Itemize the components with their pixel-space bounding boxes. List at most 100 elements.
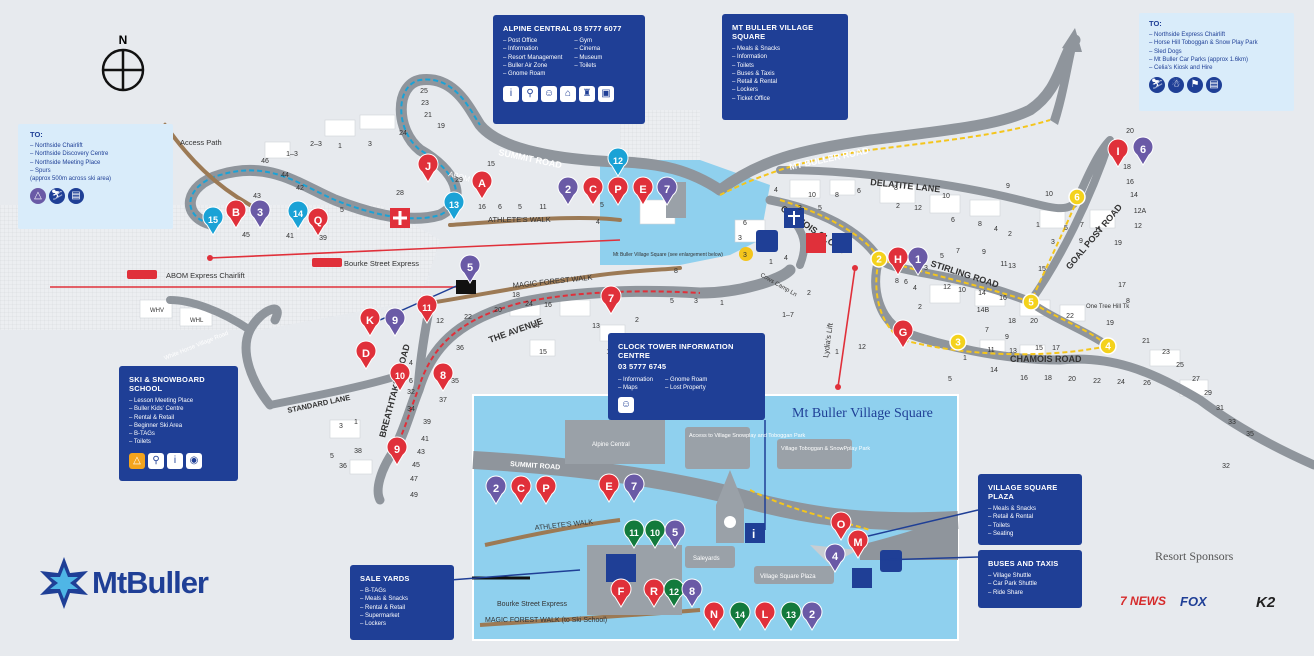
lot-number: 24 — [399, 130, 407, 137]
bourke-express-label: Bourke Street Express — [344, 259, 419, 268]
to-box-left: TO: – Northside Chairlift– Northside Dis… — [18, 124, 173, 229]
map-pin-c[interactable]: C — [510, 475, 532, 505]
shuttle-stop-4[interactable]: 4 — [1099, 337, 1117, 355]
lot-number: 36 — [456, 345, 464, 352]
map-pin-5[interactable]: 5 — [459, 254, 481, 284]
map-pin-1[interactable]: 1 — [907, 246, 929, 276]
lot-number: 15 — [1038, 266, 1046, 273]
map-pin-label: 9 — [392, 315, 398, 327]
map-pin-n[interactable]: N — [703, 601, 725, 631]
map-pin-f[interactable]: F — [610, 578, 632, 608]
map-pin-14[interactable]: 14 — [729, 601, 751, 631]
map-pin-k[interactable]: K — [359, 307, 381, 337]
map-symbols — [390, 182, 852, 261]
map-pin-2[interactable]: 2 — [485, 475, 507, 505]
lot-number: 8 — [1126, 298, 1130, 305]
list-item: – Buller Kids' Centre — [129, 406, 184, 413]
lot-number: 35 — [1246, 431, 1254, 438]
map-pin-q[interactable]: Q — [307, 207, 329, 237]
map-pin-label: L — [762, 609, 769, 621]
ski-school-route — [394, 290, 701, 450]
map-pin-10[interactable]: 10 — [644, 519, 666, 549]
map-pin-8[interactable]: 8 — [681, 578, 703, 608]
map-pin-5[interactable]: 5 — [664, 519, 686, 549]
whv-label: WHV — [150, 308, 164, 314]
map-pin-g[interactable]: G — [892, 319, 914, 349]
map-pin-j[interactable]: J — [417, 153, 439, 183]
inset-saleyards: Saleyards — [693, 556, 720, 562]
map-pin-13[interactable]: 13 — [443, 191, 465, 221]
map-pin-2[interactable]: 2 — [801, 601, 823, 631]
to-box-right: TO: – Northside Express Chairlift– Horse… — [1139, 13, 1294, 111]
lot-number: 47 — [410, 476, 418, 483]
svg-text:i: i — [752, 527, 755, 541]
lot-number: 25 — [420, 88, 428, 95]
inset-summit-road: SUMMIT ROAD — [510, 461, 561, 471]
map-pin-e[interactable]: E — [598, 473, 620, 503]
list-item: – Northside Discovery Centre — [30, 151, 109, 158]
map-pin-8[interactable]: 8 — [432, 362, 454, 392]
lot-number: 24 — [1117, 379, 1125, 386]
map-pin-11[interactable]: 11 — [623, 519, 645, 549]
map-pin-9[interactable]: 9 — [386, 436, 408, 466]
gondola-route — [189, 78, 481, 225]
map-pin-p[interactable]: P — [535, 475, 557, 505]
map-pin-label: N — [710, 609, 718, 621]
lot-number: 16 — [478, 204, 486, 211]
list-item: – Horse Hill Toboggan & Snow Play Park — [1149, 40, 1258, 47]
shuttle-stop-2[interactable]: 2 — [870, 250, 888, 268]
map-pin-r[interactable]: R — [643, 578, 665, 608]
lot-number: 2 — [807, 290, 811, 297]
lot-number: 5 — [670, 298, 674, 305]
shuttle-stop-3[interactable]: 3 — [949, 333, 967, 351]
map-pin-7[interactable]: 7 — [656, 176, 678, 206]
lot-number: 10 — [958, 287, 966, 294]
map-pin-11[interactable]: 11 — [416, 294, 438, 324]
map-pin-14[interactable]: 14 — [287, 200, 309, 230]
map-pin-15[interactable]: 15 — [202, 206, 224, 236]
map-pin-3[interactable]: 3 — [249, 199, 271, 229]
map-pin-10[interactable]: 10 — [389, 362, 411, 392]
lot-number: 3 — [743, 252, 747, 259]
map-pin-c[interactable]: C — [582, 176, 604, 206]
map-pin-label: 12 — [669, 587, 679, 597]
lot-number: 32 — [1222, 463, 1230, 470]
map-pin-7[interactable]: 7 — [600, 285, 622, 315]
village-square-enlarge-label: Mt Buller Village Square (see enlargemen… — [613, 252, 723, 258]
lot-number: 38 — [354, 448, 362, 455]
map-pin-a[interactable]: A — [471, 170, 493, 200]
list-item: (approx 500m across ski area) — [30, 176, 112, 183]
map-pin-p[interactable]: P — [607, 176, 629, 206]
map-pin-6[interactable]: 6 — [1132, 136, 1154, 166]
map-pin-i[interactable]: I — [1107, 138, 1129, 168]
shuttle-stop-6[interactable]: 6 — [1068, 188, 1086, 206]
lot-number: 18 — [1123, 164, 1131, 171]
lot-number: 1 — [1036, 222, 1040, 229]
map-pin-b[interactable]: B — [225, 199, 247, 229]
map-pin-9[interactable]: 9 — [384, 307, 406, 337]
list-item: – Toilets — [732, 62, 754, 69]
inset-access-village: Access to Village Snowplay and Toboggan … — [689, 433, 806, 439]
map-pin-l[interactable]: L — [754, 601, 776, 631]
lot-number: 12A — [1134, 208, 1147, 215]
map-pin-2[interactable]: 2 — [557, 176, 579, 206]
map-pin-e[interactable]: E — [632, 176, 654, 206]
to-right-list: – Northside Express Chairlift– Horse Hil… — [1149, 31, 1284, 72]
list-item: – Village Shuttle — [988, 573, 1032, 579]
map-pin-12[interactable]: 12 — [607, 147, 629, 177]
map-pin-label: E — [605, 481, 612, 493]
map-pin-d[interactable]: D — [355, 340, 377, 370]
shuttle-stop-5[interactable]: 5 — [1022, 293, 1040, 311]
lot-number: 3 — [738, 235, 742, 242]
cinema-icon: ▣ — [598, 86, 614, 103]
map-pin-label: Q — [314, 215, 323, 227]
map-pin-4[interactable]: 4 — [824, 543, 846, 573]
map-pin-7[interactable]: 7 — [623, 473, 645, 503]
lot-number: 6 — [857, 188, 861, 195]
map-pin-13[interactable]: 13 — [780, 601, 802, 631]
camera-icon: ◉ — [186, 452, 202, 469]
map-pin-o[interactable]: O — [830, 511, 852, 541]
map-pin-h[interactable]: H — [887, 246, 909, 276]
map-pin-label: P — [542, 483, 549, 495]
map-pin-m[interactable]: M — [847, 529, 869, 559]
